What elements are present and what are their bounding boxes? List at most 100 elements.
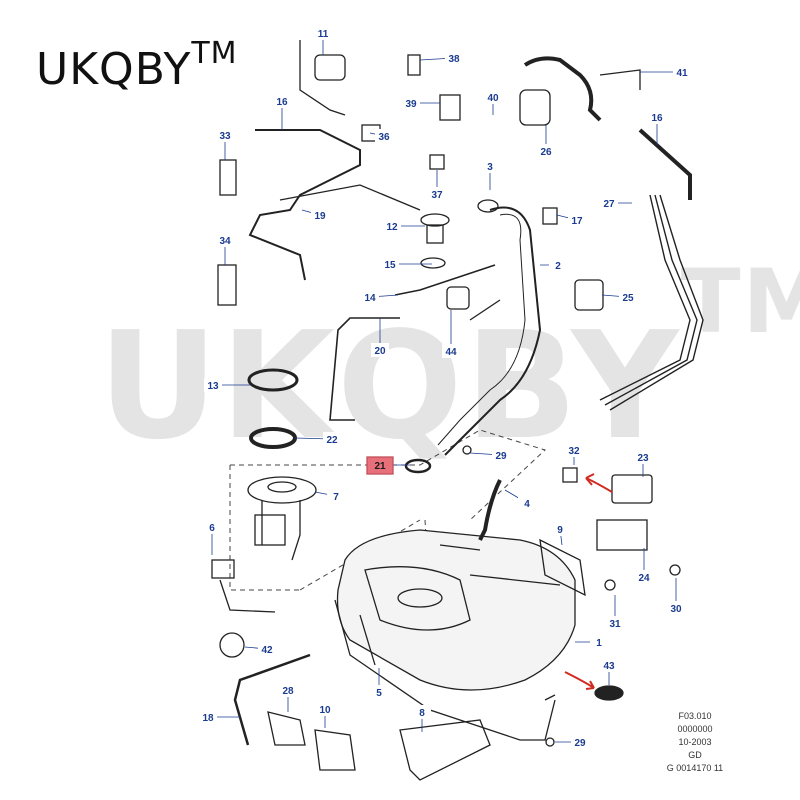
callout-backdrop bbox=[370, 685, 388, 699]
brand-name: UKQBY bbox=[36, 44, 192, 95]
callout-number: 42 bbox=[261, 645, 273, 656]
callout-backdrop bbox=[492, 448, 510, 462]
callout-highlight bbox=[366, 456, 394, 475]
callout-backdrop bbox=[371, 343, 389, 357]
callout-backdrop bbox=[537, 144, 555, 158]
callout-number: 29 bbox=[495, 451, 507, 462]
callout-backdrop bbox=[375, 129, 393, 143]
callout-backdrop bbox=[484, 90, 502, 104]
callout-backdrop bbox=[635, 570, 653, 584]
watermark-tm: TM bbox=[680, 250, 800, 353]
callout-number: 31 bbox=[609, 619, 621, 630]
callout-number: 38 bbox=[448, 54, 460, 65]
callout-backdrop bbox=[199, 710, 217, 724]
callout-backdrop bbox=[316, 702, 334, 716]
callout-number: 20 bbox=[374, 346, 386, 357]
callout-number: 28 bbox=[282, 686, 294, 697]
callout-number: 5 bbox=[376, 688, 382, 699]
callout-backdrop bbox=[667, 601, 685, 615]
callout-number: 43 bbox=[603, 661, 615, 672]
callout-backdrop bbox=[383, 219, 401, 233]
callout-backdrop bbox=[216, 233, 234, 247]
footer-line: G 0014170 11 bbox=[666, 763, 724, 773]
callout-backdrop bbox=[571, 735, 589, 749]
callout-number: 15 bbox=[384, 260, 396, 271]
component-glyphs bbox=[217, 54, 681, 781]
callout-backdrop bbox=[258, 642, 276, 656]
callout-number: 40 bbox=[487, 93, 499, 104]
callout-backdrop bbox=[568, 213, 586, 227]
callout-backdrop bbox=[619, 290, 637, 304]
callout-backdrop bbox=[590, 635, 608, 649]
callout-backdrop bbox=[216, 128, 234, 142]
callout-backdrop bbox=[381, 257, 399, 271]
callout-number: 10 bbox=[319, 705, 331, 716]
callout-number: 9 bbox=[557, 525, 563, 536]
callout-backdrop bbox=[311, 208, 329, 222]
callout-number: 30 bbox=[670, 604, 682, 615]
vapor-hose bbox=[523, 56, 692, 200]
callout-number: 11 bbox=[318, 29, 329, 40]
callout-number: 19 bbox=[314, 211, 326, 222]
fuel-lines bbox=[329, 264, 501, 421]
footer-line: 0000000 bbox=[677, 724, 713, 734]
callout-number: 18 bbox=[202, 713, 214, 724]
vent-hoses bbox=[248, 40, 421, 281]
callout-number: 17 bbox=[571, 216, 583, 227]
callout-backdrop bbox=[327, 489, 345, 503]
callout-backdrop bbox=[600, 658, 618, 672]
seal-rings bbox=[247, 368, 299, 449]
callout-number: 13 bbox=[207, 381, 219, 392]
callout-backdrop bbox=[565, 443, 583, 457]
callout-number: 16 bbox=[651, 113, 663, 124]
callout-number: 33 bbox=[219, 131, 231, 142]
callout-backdrop bbox=[402, 96, 420, 110]
callout-backdrop bbox=[314, 26, 332, 40]
callout-number: 37 bbox=[431, 190, 443, 201]
callout-backdrop bbox=[428, 187, 446, 201]
pipes-27 bbox=[599, 194, 704, 411]
footer-line: 10-2003 bbox=[678, 737, 712, 747]
brand-tm: TM bbox=[191, 36, 238, 71]
callout-number: 36 bbox=[378, 132, 390, 143]
hose-4 bbox=[478, 479, 502, 541]
callout-backdrop bbox=[673, 65, 691, 79]
callout-backdrop bbox=[442, 344, 460, 358]
callout-backdrop bbox=[606, 616, 624, 630]
callout-number: 3 bbox=[487, 162, 493, 173]
callout-backdrop bbox=[361, 290, 379, 304]
callout-backdrop bbox=[273, 94, 291, 108]
callout-number: 24 bbox=[638, 573, 650, 584]
callout-backdrop bbox=[551, 522, 569, 536]
callout-number: 29 bbox=[574, 738, 586, 749]
callout-backdrop bbox=[204, 378, 222, 392]
fuel-tank bbox=[336, 529, 576, 691]
callout-number: 44 bbox=[445, 347, 457, 358]
callout-number: 21 bbox=[374, 461, 386, 472]
callout-backdrop bbox=[279, 683, 297, 697]
callout-backdrop bbox=[600, 196, 618, 210]
footer-line: GD bbox=[688, 750, 702, 760]
callout-backdrop bbox=[445, 51, 463, 65]
drawing-reference: F03.010 0000000 10-2003 GD G 0014170 11 bbox=[650, 710, 740, 775]
callout-number: 32 bbox=[568, 446, 580, 457]
callout-number: 39 bbox=[405, 99, 417, 110]
callout-number: 8 bbox=[419, 708, 425, 719]
callout-backdrop bbox=[549, 258, 567, 272]
callout-number: 2 bbox=[555, 261, 561, 272]
callout-number: 22 bbox=[326, 435, 338, 446]
callout-number: 7 bbox=[333, 492, 339, 503]
callout-backdrop bbox=[481, 159, 499, 173]
callout-number: 16 bbox=[276, 97, 288, 108]
callout-backdrop bbox=[634, 450, 652, 464]
callout-number: 14 bbox=[364, 293, 376, 304]
callout-number: 25 bbox=[622, 293, 634, 304]
fuel-pump-module bbox=[211, 476, 317, 613]
callout-backdrop bbox=[518, 496, 536, 510]
callout-number: 27 bbox=[603, 199, 615, 210]
callout-number: 41 bbox=[676, 68, 688, 79]
callout-number: 1 bbox=[596, 638, 602, 649]
